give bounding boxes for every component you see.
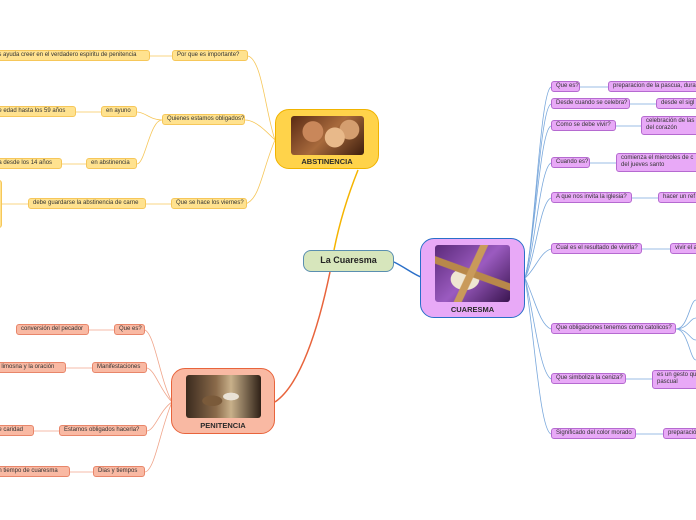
penitencia-confession-image [186,375,261,418]
pen-a-obligados[interactable]: de caridad [0,425,34,436]
cuaresma-bible-cross-image [435,245,510,302]
abst-a-importante[interactable]: os ayuda creer en el verdadero espiritu … [0,50,150,61]
cua-q-obligaciones[interactable]: Que obligaciones tenemos como catolicos? [551,323,676,334]
cua-q-cuando-es[interactable]: Cuando es? [551,157,590,168]
cua-q-morado[interactable]: Significado del color morado [551,428,636,439]
pen-a-manifestaciones[interactable]: la limosna y la oración [0,362,66,373]
abst-a-en-abstinencia[interactable]: ga desde los 14 años [0,158,62,169]
abst-extra-partial[interactable] [0,180,2,228]
central-topic[interactable]: La Cuaresma [303,250,394,272]
cua-a-invita[interactable]: hacer un ref [658,192,696,203]
cua-q-desde-cuando[interactable]: Desde cuando se celebra? [551,98,630,109]
abst-a-viernes[interactable]: debe guardarse la abstinencia de carne [28,198,146,209]
cua-q-resultado[interactable]: Cual es el resultado de vivirla? [551,243,642,254]
abst-q-en-abstinencia[interactable]: en abstinencia [86,158,137,169]
penitencia-node[interactable]: PENITENCIA [171,368,275,434]
cua-q-como-vivir[interactable]: Como se debe vivir? [551,120,616,131]
cuaresma-node[interactable]: CUARESMA [420,238,525,318]
cua-a-morado[interactable]: preparació [663,428,696,439]
cua-a-resultado[interactable]: vivir el a [670,243,696,254]
pen-a-dias[interactable]: en tiempo de cuaresma [0,466,70,477]
abst-q-en-ayuno[interactable]: en ayuno [101,106,137,117]
cua-a-desde-cuando[interactable]: desde el sigl [656,98,696,109]
pen-q-manifestaciones[interactable]: Manifestaciones [92,362,147,373]
cua-a-como-vivir[interactable]: celebración de las del corazón [641,116,696,135]
pen-q-obligados[interactable]: Estamos obligados hacerla? [59,425,147,436]
pen-q-dias[interactable]: Dias y tiempos [93,466,145,477]
abst-a-en-ayuno[interactable]: de edad hasta los 59 años [0,106,76,117]
abstinencia-title: ABSTINENCIA [301,157,353,166]
abstinencia-node[interactable]: ABSTINENCIA [275,109,379,169]
cua-a-que-es[interactable]: preparacion de la pascua, dura [608,81,696,92]
abst-q-obligados[interactable]: Quienes estamos obligados? [162,114,245,125]
cua-q-que-es[interactable]: Que es? [551,81,580,92]
abst-q-viernes[interactable]: Que se hace los viernes? [171,198,247,209]
cuaresma-title: CUARESMA [450,305,495,314]
pen-a-que-es[interactable]: conversión del pecador [16,324,89,335]
cua-a-cuando-es[interactable]: comienza el miercoles de c del jueves sa… [616,153,696,172]
cua-q-ceniza[interactable]: Que simboliza la ceniza? [551,373,626,384]
abst-q-importante[interactable]: Por que es importante? [172,50,248,61]
pen-q-que-es[interactable]: Que es? [114,324,145,335]
abstinencia-bread-image [291,116,364,155]
cua-q-invita[interactable]: A que nos invita la iglesia? [551,192,632,203]
cua-a-ceniza[interactable]: es un gesto qu pascual [652,370,696,389]
penitencia-title: PENITENCIA [200,421,246,430]
